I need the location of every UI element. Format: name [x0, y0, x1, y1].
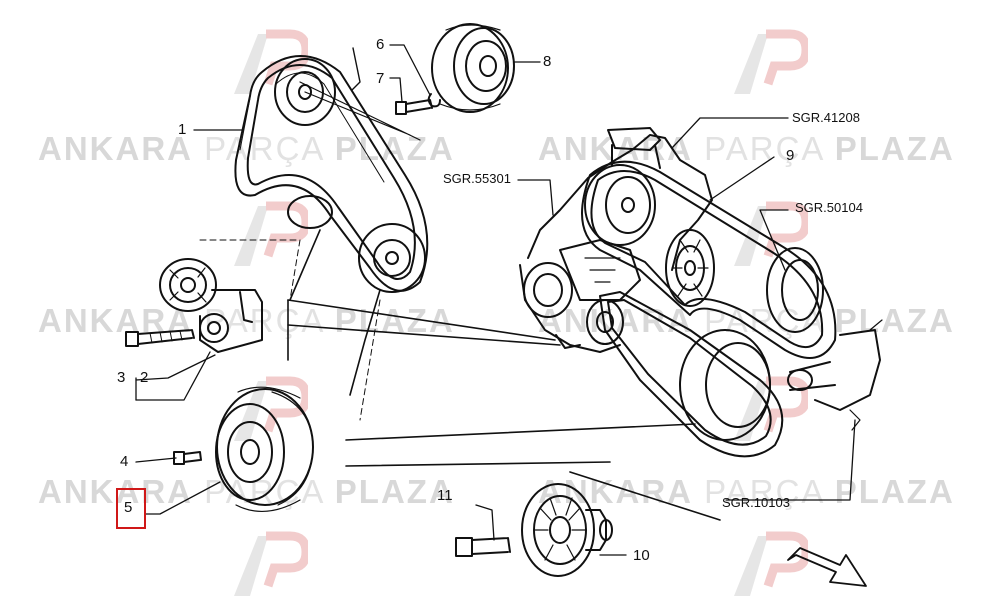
- water-pump-pulley: [665, 229, 715, 307]
- idler-pulley-lower: [586, 299, 624, 345]
- callout-6[interactable]: 6: [376, 36, 385, 53]
- leader-lines: [135, 44, 856, 556]
- watermark-text: ANKARA PARÇA PLAZA: [38, 130, 455, 167]
- tensioner-bolt: [125, 329, 195, 347]
- ref-sgr-10103[interactable]: SGR.10103: [722, 495, 790, 510]
- watermark-logo-icon: [734, 531, 808, 596]
- watermark-logo-icon: [234, 376, 308, 441]
- assembly-guide-lines: [287, 229, 721, 521]
- watermark-text: ANKARA PARÇA PLAZA: [538, 473, 955, 510]
- ref-sgr-55301[interactable]: SGR.55301: [443, 171, 511, 186]
- center-lines: [199, 239, 381, 421]
- belt-part-9: [581, 160, 837, 458]
- watermark-logo-icon: [234, 531, 308, 596]
- belt-part-1: [234, 55, 429, 292]
- watermark-logo-icon: [734, 29, 808, 94]
- watermark-logo-icon: [734, 201, 808, 266]
- bolt-part-7: [395, 99, 433, 115]
- pulley-part-5: [215, 386, 314, 513]
- engine-front-housing: [519, 127, 713, 353]
- callout-8[interactable]: 8: [543, 53, 552, 70]
- callout-3[interactable]: 3: [117, 369, 126, 386]
- idler-pulley-upper: [274, 58, 336, 126]
- callout-5[interactable]: 5: [124, 499, 133, 516]
- bolt-part-4: [173, 451, 202, 465]
- direction-arrow-icon: [787, 547, 867, 587]
- watermark-logo-icon: [234, 201, 308, 266]
- callout-11[interactable]: 11: [437, 487, 453, 504]
- callout-2[interactable]: 2: [140, 369, 149, 386]
- crankshaft-pulley-large: [679, 329, 771, 441]
- tensioner-assembly: [159, 258, 263, 353]
- pulley-part-10: [521, 483, 613, 577]
- crankshaft-end: [787, 319, 883, 431]
- ref-sgr-50104[interactable]: SGR.50104: [795, 200, 863, 215]
- bolt-part-11: [455, 537, 511, 557]
- callout-4[interactable]: 4: [120, 453, 129, 470]
- power-steering-pulley: [766, 247, 824, 333]
- callout-7[interactable]: 7: [376, 70, 385, 87]
- pulley-part-8: [431, 23, 515, 113]
- callout-9[interactable]: 9: [786, 147, 795, 164]
- callout-1[interactable]: 1: [178, 121, 187, 138]
- watermark-text: ANKARA PARÇA PLAZA: [38, 473, 455, 510]
- callout-10[interactable]: 10: [633, 547, 650, 564]
- watermark-text: ANKARA PARÇA PLAZA: [538, 302, 955, 339]
- highlight-box-part-5: [116, 488, 146, 529]
- alternator-pulley: [584, 164, 656, 246]
- ref-sgr-41208[interactable]: SGR.41208: [792, 110, 860, 125]
- crank-pulley-small: [358, 223, 426, 293]
